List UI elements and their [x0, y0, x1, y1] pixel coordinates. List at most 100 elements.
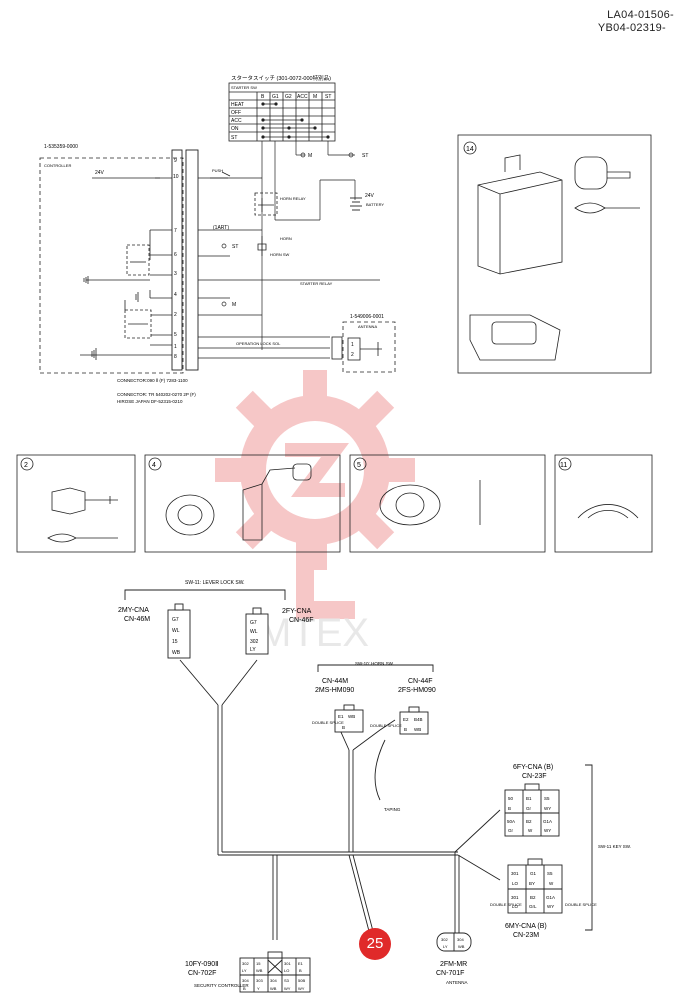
svg-text:LY: LY: [242, 968, 247, 973]
svg-text:LY: LY: [250, 647, 256, 653]
connector-cn23f: [504, 783, 560, 837]
svg-text:302: 302: [441, 937, 448, 942]
st-label-mid: ST: [232, 244, 238, 250]
svg-text:E1: E1: [338, 714, 344, 719]
lever-lock-pins: G7 WL 15 WB G7 WL 302 LY: [172, 617, 259, 656]
svg-text:302: 302: [242, 961, 249, 966]
svg-text:WL: WL: [250, 629, 258, 635]
controller-part-number: 1-535359-0000: [44, 144, 78, 150]
svg-text:ON: ON: [231, 126, 239, 132]
sw11-lever-lock-label: SW-11: LEVER LOCK SW.: [185, 580, 245, 586]
panel-11: [554, 454, 653, 553]
svg-text:Gr: Gr: [508, 828, 514, 833]
svg-text:WY: WY: [298, 986, 305, 991]
ground-symbols: [83, 276, 139, 360]
svg-text:WY: WY: [544, 828, 551, 833]
antenna-pin-1: 1: [351, 342, 354, 348]
horn-sw-label: HORN SW: [270, 252, 290, 257]
connector-note-1: CONNECTOR:090 Ⅱ (F) 7283-1100: [117, 378, 188, 383]
document-ref-line-2: YB04-02319-: [597, 22, 666, 34]
svg-text:ACC: ACC: [231, 118, 242, 124]
svg-text:E2: E2: [403, 717, 409, 722]
svg-text:WB: WB: [172, 650, 181, 656]
callout-14: 14: [466, 146, 474, 153]
voltage-left: 24V: [95, 170, 105, 176]
callout-4: 4: [152, 462, 156, 469]
sw10-horn-label: SW-10: HORN SW.: [355, 661, 394, 666]
svg-text:E1: E1: [298, 961, 304, 966]
st-m-labels: M ST ST M: [232, 153, 368, 308]
svg-text:G2: G2: [285, 94, 292, 100]
svg-text:301: 301: [284, 961, 291, 966]
cn44f-label-b: 2FS-HM090: [398, 687, 436, 694]
svg-text:WY: WY: [547, 904, 554, 909]
svg-text:LO: LO: [284, 968, 289, 973]
m-label-mid: M: [232, 302, 236, 308]
svg-text:9: 9: [174, 158, 177, 164]
horn-pins: E1 WB B E2 B4B B WB: [338, 714, 423, 732]
antenna-part-number: 1-549006-0001: [350, 314, 384, 320]
svg-text:6: 6: [174, 252, 177, 258]
svg-text:S5: S5: [547, 871, 553, 876]
cn701f-label-a: 2FM-MR: [440, 961, 467, 968]
thumbnail-panels: [16, 454, 653, 553]
cn23f-label-a: 6FY-CNA (B): [513, 764, 553, 771]
svg-text:G1A: G1A: [543, 819, 552, 824]
sw11-key-label: SW-11 KEY SW.: [598, 844, 631, 849]
svg-text:ST: ST: [325, 94, 331, 100]
cn46m-label-a: 2MY-CNA: [118, 607, 149, 614]
antenna-label-bottom: ANTENNA: [446, 980, 468, 985]
svg-text:Y: Y: [257, 986, 260, 991]
svg-text:2: 2: [174, 312, 177, 318]
callout-2: 2: [24, 462, 28, 469]
svg-text:WY: WY: [544, 806, 551, 811]
cn701f-label-b: CN-701F: [436, 970, 464, 977]
horn-label: HORN: [280, 236, 292, 241]
svg-text:ST: ST: [231, 135, 237, 141]
controller-internal-wiring: [80, 177, 172, 356]
battery-symbol: [350, 197, 362, 211]
svg-text:7: 7: [174, 228, 177, 234]
connector-note-3: HIROSE JAPAN DF-52315-0210: [117, 399, 183, 404]
connector-cn23m: [507, 858, 563, 914]
panel-callouts: 2 4 5 11: [24, 462, 567, 469]
starter-relay-label: STARTER RELAY: [300, 281, 333, 286]
svg-text:OFF: OFF: [231, 110, 241, 116]
horn-relay: [210, 171, 278, 256]
svg-text:1: 1: [174, 344, 177, 350]
svg-text:ACC: ACC: [297, 94, 308, 100]
panel-4: [144, 454, 341, 553]
svg-text:B2: B2: [530, 895, 536, 900]
svg-text:W: W: [528, 828, 533, 833]
double-splice-label-1: DOUBLE SPLICE: [312, 720, 344, 725]
svg-text:WB: WB: [256, 968, 263, 973]
cn23m-label-a: 6MY-CNA (B): [505, 923, 547, 930]
cn46m-label-b: CN-46M: [124, 616, 150, 623]
svg-text:B4B: B4B: [414, 717, 423, 722]
svg-text:G1: G1: [272, 94, 279, 100]
antenna-box: [331, 321, 396, 373]
svg-text:304: 304: [457, 937, 464, 942]
lever-lock-connectors: [167, 603, 269, 659]
cn23m-pins: 301 G1 S5 LO BY W 301 B2 G1A LO GrL WY: [511, 871, 555, 909]
svg-text:WB: WB: [348, 714, 355, 719]
battery-label: BATTERY: [366, 202, 384, 207]
svg-text:50: 50: [508, 796, 514, 801]
double-splice-label-3: DOUBLE SPLICE: [490, 902, 522, 907]
svg-text:B: B: [299, 968, 302, 973]
st-label-top: ST: [362, 153, 368, 159]
cn702f-label-b: CN-702F: [188, 970, 216, 977]
antenna-pin-2: 2: [351, 352, 354, 358]
horn-connectors: [334, 704, 429, 735]
svg-text:B: B: [508, 806, 511, 811]
cn44m-label-b: 2MS-HM090: [315, 687, 354, 694]
svg-text:B: B: [342, 725, 345, 730]
svg-text:304: 304: [242, 978, 249, 983]
taping-label: TAPING: [384, 807, 401, 812]
push-label: PUSH: [212, 168, 223, 173]
page-number-badge: 25: [359, 928, 391, 960]
watermark-gear-ring: [240, 395, 390, 545]
callout-11: 11: [560, 462, 567, 469]
svg-text:B1: B1: [526, 796, 532, 801]
